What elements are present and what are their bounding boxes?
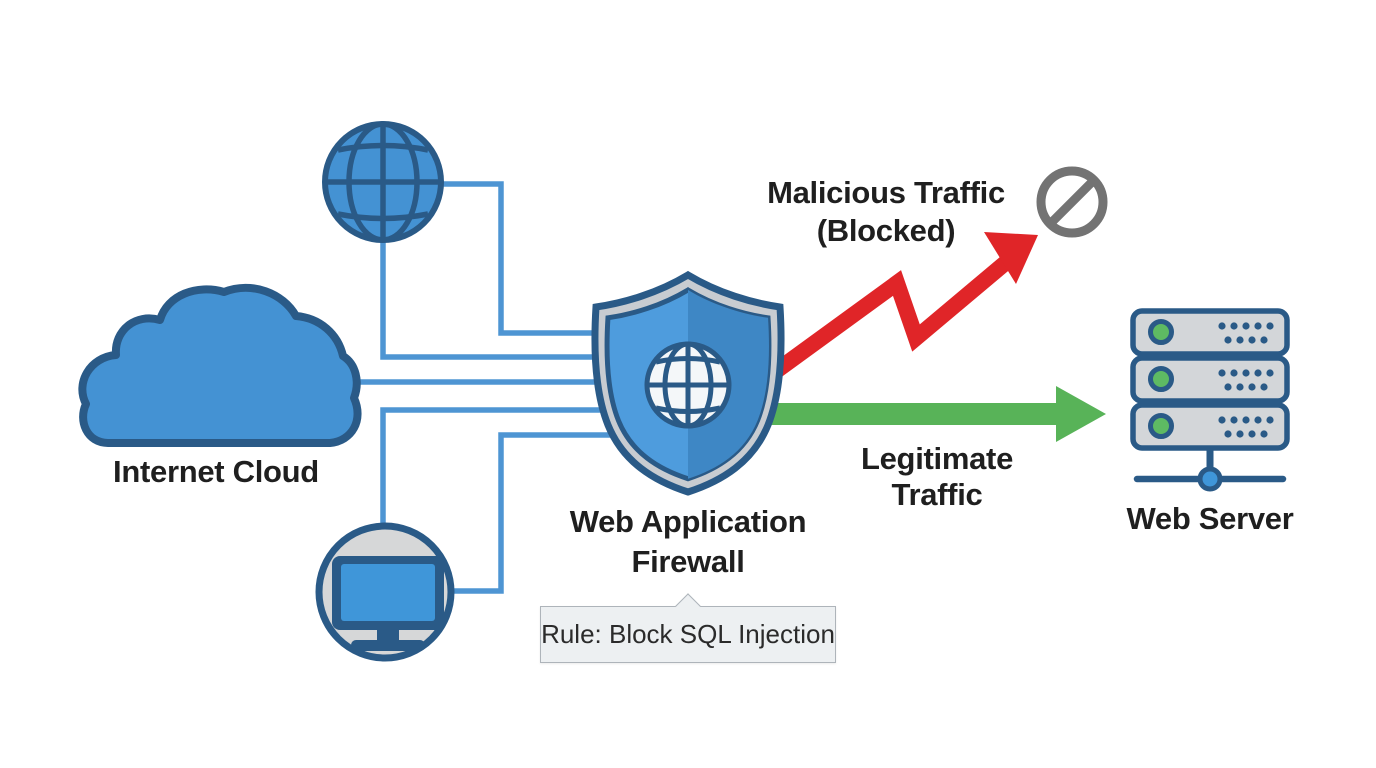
legitimate-arrow [760, 386, 1106, 442]
monitor-base [351, 640, 425, 651]
malicious-label-line1: Malicious Traffic [767, 175, 1005, 210]
cloud-shape [78, 283, 362, 447]
computer-icon [315, 522, 455, 662]
no-entry-ring [1036, 166, 1108, 238]
no-entry-slash [1046, 176, 1098, 228]
server-network-node [1197, 466, 1223, 492]
legitimate-traffic-label: Legitimate Traffic [861, 441, 1013, 513]
malicious-traffic-label: Malicious Traffic (Blocked) [767, 174, 1005, 250]
server-unit [1130, 308, 1290, 357]
server-led [1148, 319, 1174, 345]
cloud-icon [78, 283, 362, 447]
no-entry-icon [1036, 166, 1108, 238]
waf-label: Web Application Firewall [570, 502, 807, 582]
legitimate-arrow-head [1056, 386, 1106, 442]
server-vents [1218, 322, 1274, 344]
malicious-arrow-shaft [767, 252, 1016, 381]
legitimate-label-line1: Legitimate [860, 441, 1014, 476]
globe-latitude-bottom [337, 211, 429, 222]
shield-globe-icon [595, 275, 781, 492]
web-server-label: Web Server [1126, 501, 1294, 536]
connector-lines [340, 181, 660, 594]
connector-computer-top [380, 407, 655, 532]
connector-computer-right [448, 432, 660, 594]
server-led [1148, 413, 1174, 439]
malicious-arrow [767, 232, 1038, 381]
globe-latitude-top [337, 142, 429, 153]
rule-callout-text: Rule: Block SQL Injection [541, 619, 835, 649]
legitimate-label-line2: Traffic [891, 477, 983, 512]
shield-globe-latitude-top [655, 356, 721, 365]
server-stack-icon [1130, 308, 1290, 492]
connector-globe-bottom [380, 238, 650, 360]
waf-label-line1: Web Application [569, 504, 807, 539]
server-vents [1218, 416, 1274, 438]
internet-cloud-label: Internet Cloud [113, 454, 319, 489]
malicious-label-line2: (Blocked) [816, 213, 956, 248]
monitor-screen [341, 564, 435, 621]
monitor-stem [377, 628, 399, 642]
malicious-arrow-head [984, 232, 1038, 284]
legitimate-arrow-shaft [760, 403, 1056, 425]
server-vents [1218, 369, 1274, 391]
waf-label-line2: Firewall [631, 544, 745, 579]
server-unit [1130, 355, 1290, 404]
globe-icon [322, 121, 444, 243]
server-led [1148, 366, 1174, 392]
shield-globe-latitude-bottom [655, 405, 721, 414]
connector-globe-right [438, 181, 650, 336]
rule-callout: Rule: Block SQL Injection [540, 593, 836, 663]
